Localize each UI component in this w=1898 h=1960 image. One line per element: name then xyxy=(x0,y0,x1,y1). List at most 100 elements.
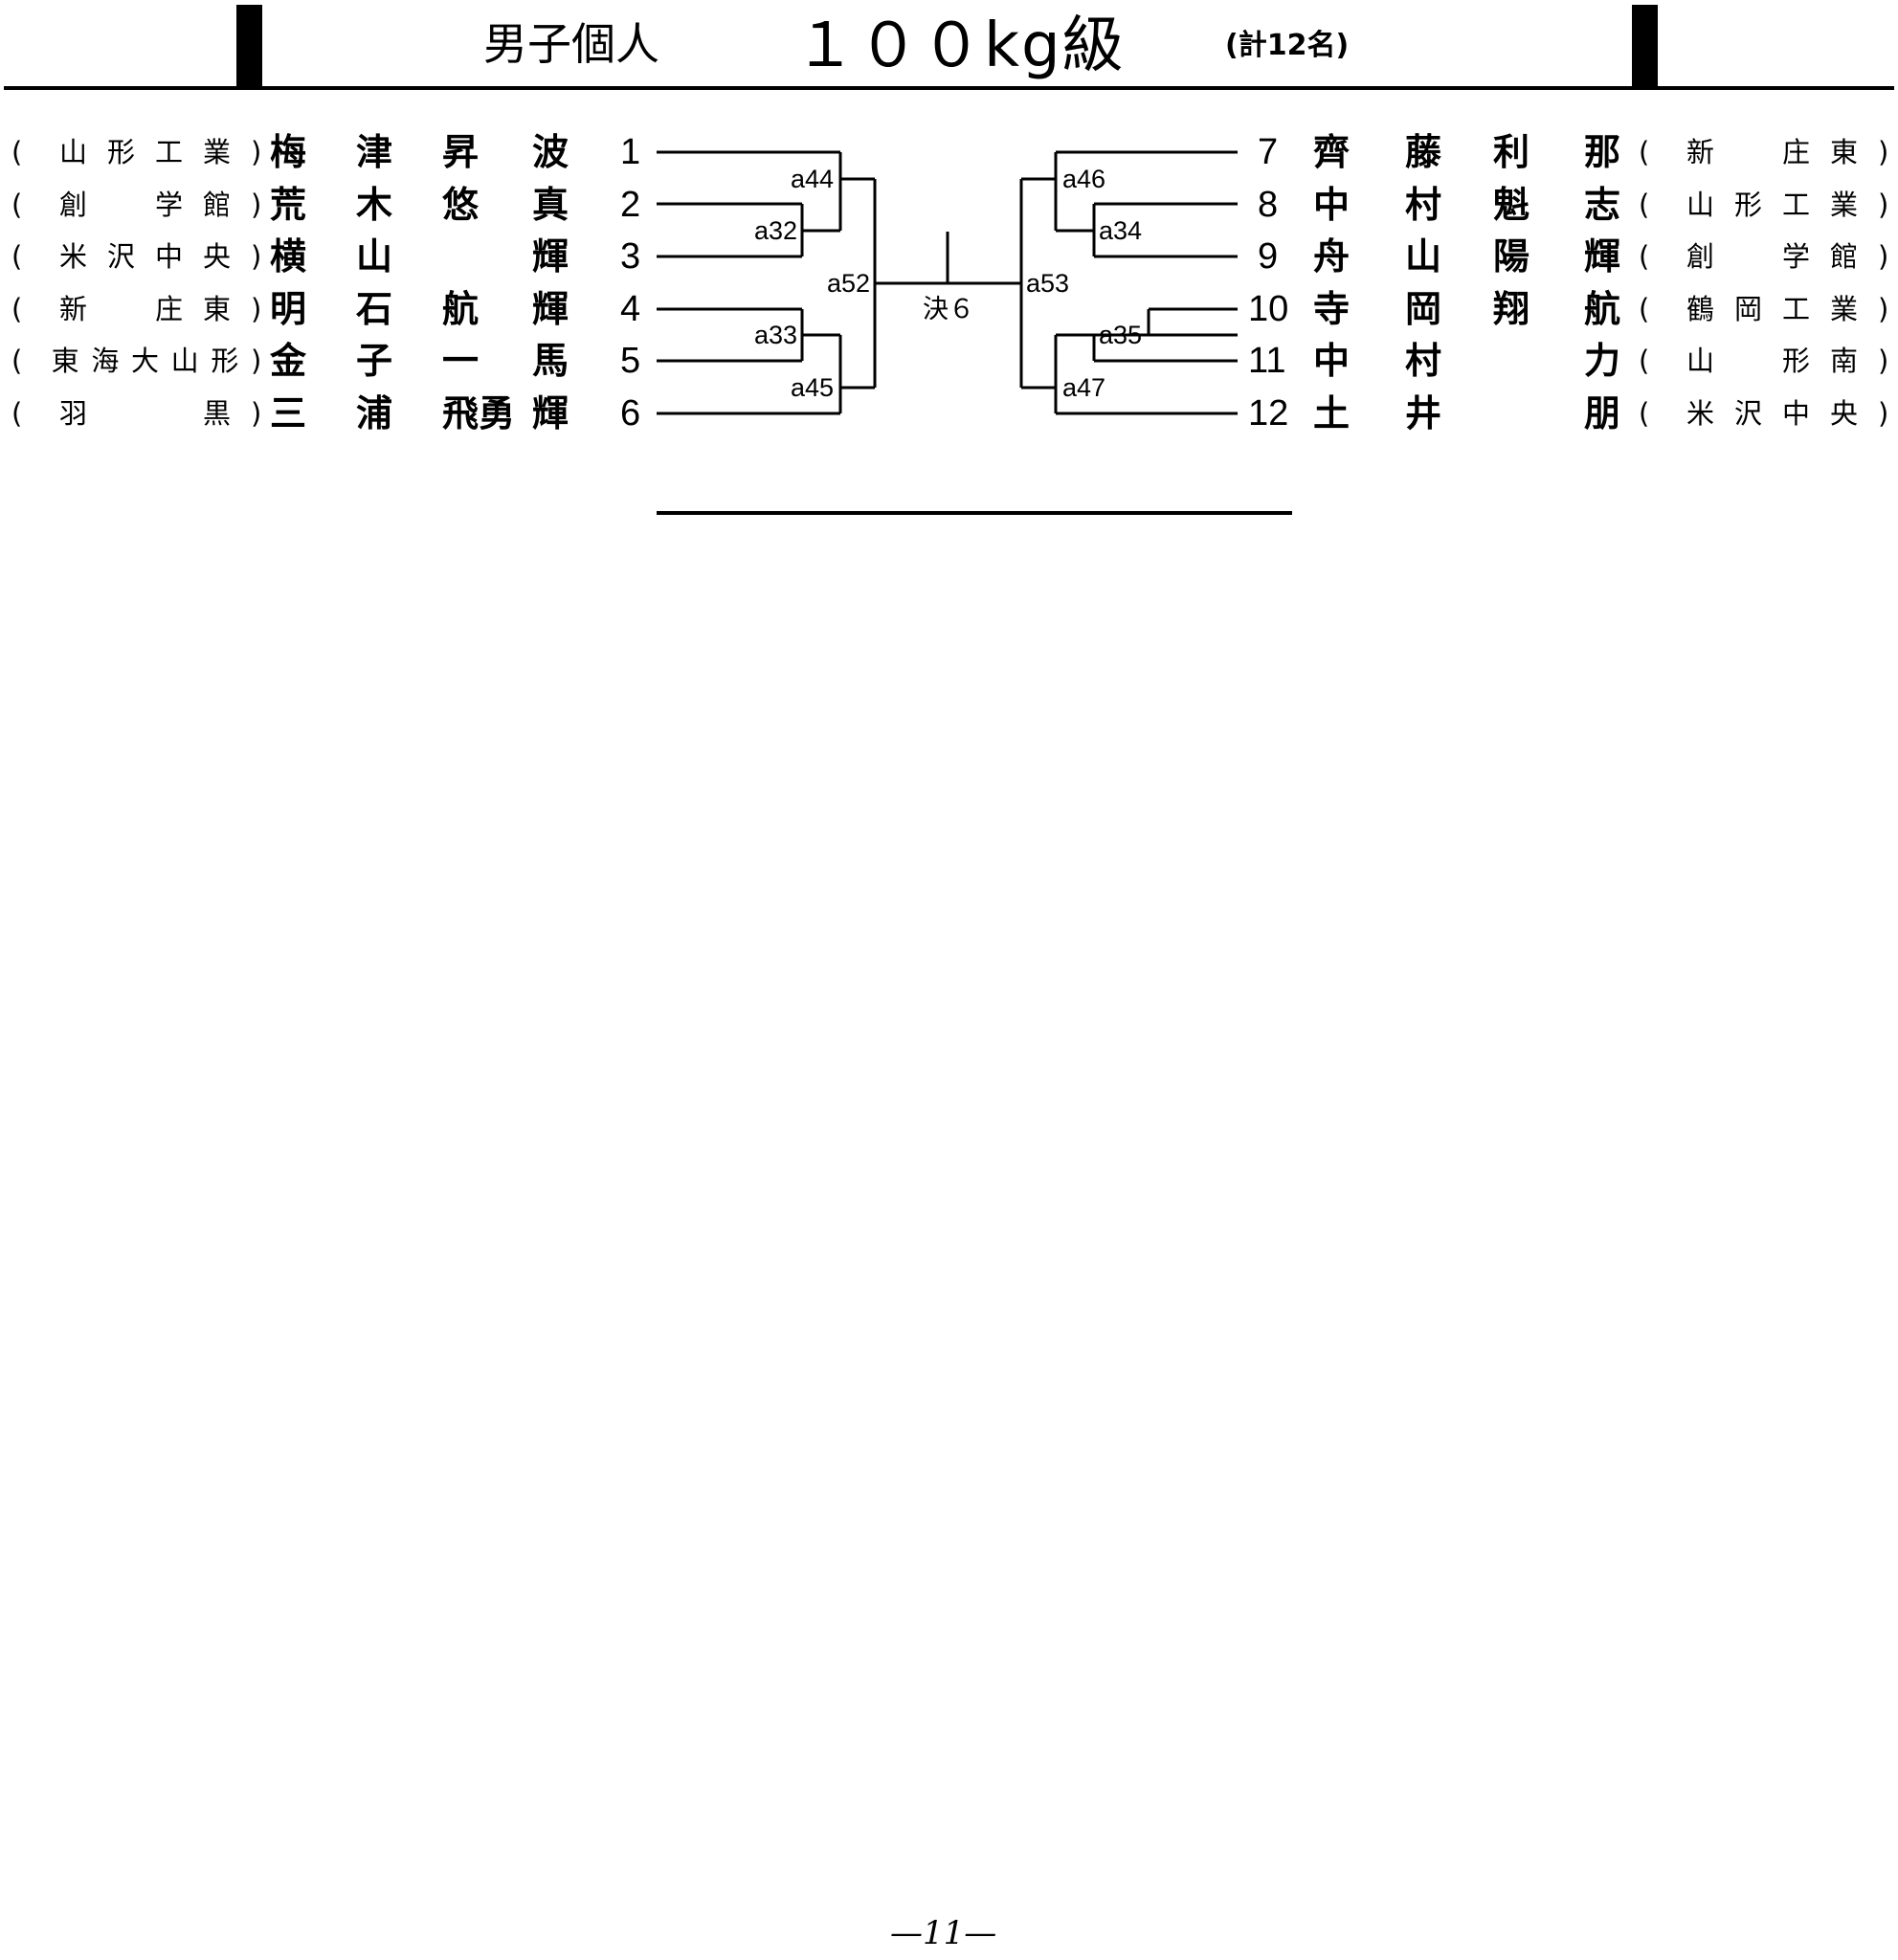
match-label-a44: a44 xyxy=(791,165,834,193)
team-char: 工 xyxy=(1782,189,1811,221)
team-char: 業 xyxy=(1830,189,1859,221)
entrant-name-part: 魁 xyxy=(1493,184,1530,226)
seed-number: 3 xyxy=(620,236,641,277)
team-char: ) xyxy=(251,136,262,168)
team-char: 形 xyxy=(1782,345,1811,377)
team-char: 形 xyxy=(211,345,239,377)
team-char: ) xyxy=(251,240,262,273)
team-char: ) xyxy=(1878,397,1889,430)
team-char: ( xyxy=(11,136,23,168)
match-label-a35: a35 xyxy=(1099,321,1142,349)
team-char: 鶴 xyxy=(1686,293,1715,325)
team-char: ) xyxy=(1878,240,1889,273)
entrant-name-part: 波 xyxy=(532,131,569,173)
entrant-name-part: 寺 xyxy=(1313,288,1351,330)
seed-number: 7 xyxy=(1258,132,1279,172)
entrant-name-part: 輝 xyxy=(532,288,569,330)
team-char: ( xyxy=(1639,345,1650,377)
match-label-a34: a34 xyxy=(1099,216,1142,245)
team-char: ) xyxy=(251,293,262,325)
team-char: 形 xyxy=(1734,189,1763,221)
entrant-name-part: 子 xyxy=(356,340,393,382)
team-char: ( xyxy=(1639,397,1650,430)
entrant-name-part: 井 xyxy=(1405,392,1442,434)
team-char: 庄 xyxy=(1782,136,1811,168)
match-label-a33: a33 xyxy=(754,321,797,349)
seed-number: 8 xyxy=(1258,185,1279,225)
match-label-a32: a32 xyxy=(754,216,797,245)
team-char: ( xyxy=(11,397,23,430)
team-char: 山 xyxy=(1686,189,1715,221)
match-label-a45: a45 xyxy=(791,373,834,402)
team-char: 形 xyxy=(107,136,136,168)
page-title: 男子個人 xyxy=(483,18,659,70)
entrant-name-part: 那 xyxy=(1584,131,1621,173)
entrant-name-part: 横 xyxy=(270,235,307,278)
team-char: ) xyxy=(1878,136,1889,168)
team-char: 大 xyxy=(131,345,160,377)
team-char: ( xyxy=(11,189,23,221)
entrant-name-part: 齊 xyxy=(1313,131,1351,173)
team-char: 沢 xyxy=(1734,397,1763,430)
team-char: 館 xyxy=(203,189,232,221)
entrant-name-part: 朋 xyxy=(1584,392,1621,434)
team-char: 業 xyxy=(203,136,232,168)
entrant-name-part: 岡 xyxy=(1405,288,1442,330)
entrant-name-part: 悠 xyxy=(442,184,480,226)
entrant-name-part: 土 xyxy=(1313,392,1351,434)
team-char: ( xyxy=(11,293,23,325)
weight-class: １００kg級 xyxy=(794,11,1126,81)
entrant-name-part: 三 xyxy=(270,392,307,434)
entrant-name-part: 津 xyxy=(356,131,393,173)
team-char: 山 xyxy=(170,345,199,377)
entrant-count: (計12名) xyxy=(1225,29,1350,62)
team-char: 学 xyxy=(155,189,184,221)
entrant-name-part: 中 xyxy=(1313,340,1351,382)
team-char: 東 xyxy=(203,293,232,325)
team-char: 館 xyxy=(1830,240,1859,273)
seed-number: 9 xyxy=(1258,236,1279,277)
team-char: ( xyxy=(1639,189,1650,221)
team-char: 米 xyxy=(59,240,88,273)
team-char: 東 xyxy=(1830,136,1859,168)
seed-number: 10 xyxy=(1248,289,1289,329)
team-char: 工 xyxy=(155,136,184,168)
entrant-name-part: 陽 xyxy=(1493,235,1530,278)
team-char: ( xyxy=(1639,293,1650,325)
seed-number: 4 xyxy=(620,289,641,329)
entrant-name-part: 石 xyxy=(356,288,393,330)
team-char: 央 xyxy=(1830,397,1859,430)
team-char: 創 xyxy=(1686,240,1715,273)
seed-number: 12 xyxy=(1248,393,1289,434)
team-char: 海 xyxy=(91,345,120,377)
seed-number: 2 xyxy=(620,185,641,225)
entrant-name-part: 梅 xyxy=(270,131,307,173)
entrant-name-part: 輝 xyxy=(532,392,569,434)
team-char: ) xyxy=(1878,293,1889,325)
entrant-name-part: 力 xyxy=(1584,340,1621,382)
page-number: —11— xyxy=(890,1914,997,1952)
team-char: 新 xyxy=(59,293,88,325)
team-char: 庄 xyxy=(155,293,184,325)
entrant-name-part: 利 xyxy=(1493,131,1530,173)
team-char: ) xyxy=(1878,345,1889,377)
match-label-a53: a53 xyxy=(1026,269,1069,298)
entrant-name-part: 真 xyxy=(532,184,569,226)
seed-number: 6 xyxy=(620,393,641,434)
entrant-name-part: 輝 xyxy=(532,235,569,278)
team-char: 羽 xyxy=(59,397,88,430)
entrant-name-part: 馬 xyxy=(532,340,569,382)
entrant-name-part: 浦 xyxy=(356,392,393,434)
team-char: 南 xyxy=(1830,345,1859,377)
entrant-name-part: 木 xyxy=(356,184,393,226)
team-char: 黒 xyxy=(203,397,232,430)
team-char: 山 xyxy=(59,136,88,168)
team-char: ( xyxy=(1639,240,1650,273)
seed-number: 11 xyxy=(1248,341,1286,381)
entrant-name-part: 翔 xyxy=(1493,288,1530,330)
header-left-bar xyxy=(236,5,262,88)
entrant-name-part: 志 xyxy=(1584,184,1621,226)
entrant-name-part: 輝 xyxy=(1584,235,1621,278)
team-char: ) xyxy=(251,397,262,430)
entrant-name-part: 山 xyxy=(356,235,393,278)
